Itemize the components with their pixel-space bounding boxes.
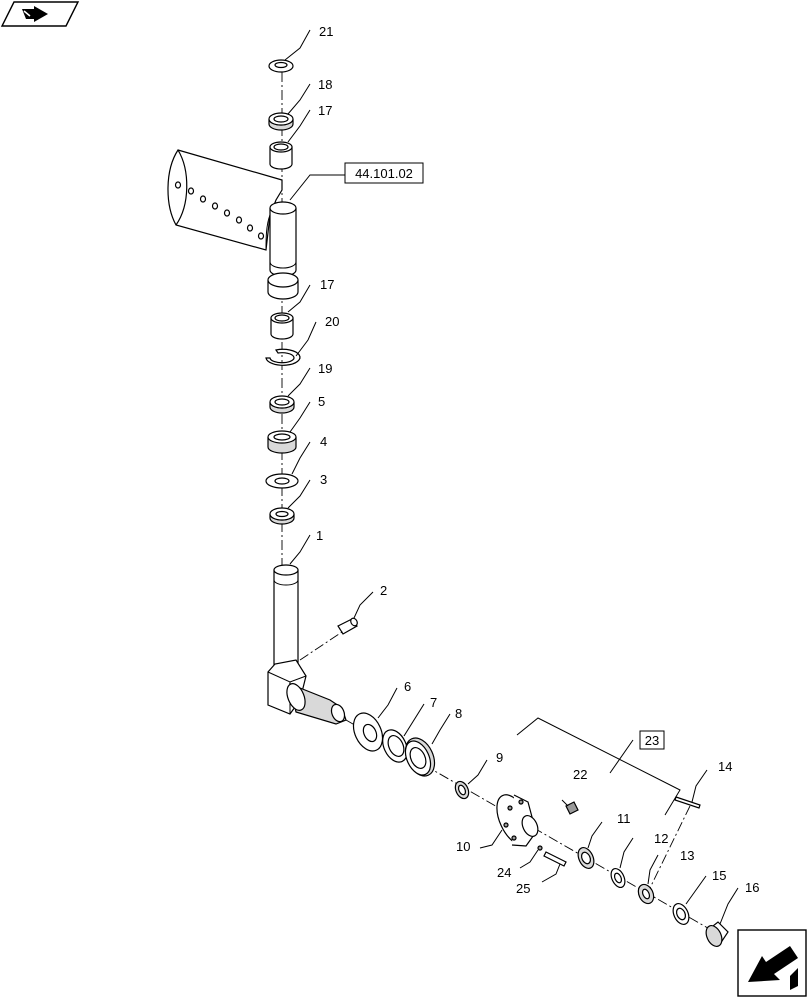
callout-22: 22 [573, 767, 587, 782]
part-2-pin [337, 617, 358, 635]
callout-labels: 21 18 17 17 20 19 5 4 3 1 2 6 7 8 9 10 2… [316, 24, 759, 896]
kit-reference-box: 23 [639, 730, 665, 750]
part-15-washer [672, 903, 690, 925]
part-3-washer [269, 507, 295, 525]
callout-17-upper: 17 [318, 103, 332, 118]
callout-25: 25 [516, 881, 530, 896]
part-5-bearing [267, 430, 297, 454]
steering-arm [167, 149, 299, 300]
callout-18: 18 [318, 77, 332, 92]
part-11-bearing [577, 847, 595, 869]
part-18-seal [268, 112, 294, 131]
part-19-seal [269, 395, 295, 414]
callout-12: 12 [654, 831, 668, 846]
previous-page-arrow-icon[interactable] [0, 1, 80, 27]
callout-24: 24 [497, 865, 511, 880]
callout-21: 21 [319, 24, 333, 39]
section-reference-label[interactable]: 44.101.02 [355, 166, 413, 181]
callout-8: 8 [455, 706, 462, 721]
part-22-grease-fitting [565, 801, 579, 815]
callout-14: 14 [718, 759, 732, 774]
part-14-cotter-pin [674, 796, 701, 809]
part-1-spindle [267, 564, 347, 725]
callout-9: 9 [496, 750, 503, 765]
part-17-lower-bushing [270, 312, 294, 340]
section-reference-box[interactable]: 44.101.02 [344, 162, 424, 184]
callout-20: 20 [325, 314, 339, 329]
part-20-snap-ring [265, 348, 301, 366]
part-13-castle-nut [637, 883, 655, 905]
callout-3: 3 [320, 472, 327, 487]
callout-15: 15 [712, 868, 726, 883]
part-17-upper-bushing [269, 141, 293, 170]
part-8-bearing [404, 737, 436, 777]
part-4-thrust-washer [265, 473, 299, 489]
callout-7: 7 [430, 695, 437, 710]
kit-23-bracket [516, 717, 681, 816]
callout-17-lower: 17 [320, 277, 334, 292]
callout-11: 11 [617, 811, 631, 826]
part-9-bearing-cone [454, 780, 470, 800]
pin-center-line [299, 629, 346, 661]
callout-16: 16 [745, 880, 759, 895]
callout-6: 6 [404, 679, 411, 694]
callout-1: 1 [316, 528, 323, 543]
callout-4: 4 [320, 434, 327, 449]
kit-reference-label: 23 [645, 733, 659, 748]
part-12-washer [610, 867, 626, 889]
part-6-washer [352, 712, 384, 752]
part-24-25-stud [537, 845, 567, 867]
callout-10: 10 [456, 839, 470, 854]
callout-19: 19 [318, 361, 332, 376]
next-page-arrow-icon[interactable] [737, 929, 807, 997]
callout-2: 2 [380, 583, 387, 598]
part-16-hub-cap [705, 921, 729, 947]
callout-13: 13 [680, 848, 694, 863]
callout-5: 5 [318, 394, 325, 409]
part-7-seal [382, 729, 408, 763]
cotter-pin-line [649, 805, 691, 889]
part-21-washer [268, 59, 294, 73]
leader-lines [284, 29, 739, 925]
part-10-hub [496, 794, 539, 847]
